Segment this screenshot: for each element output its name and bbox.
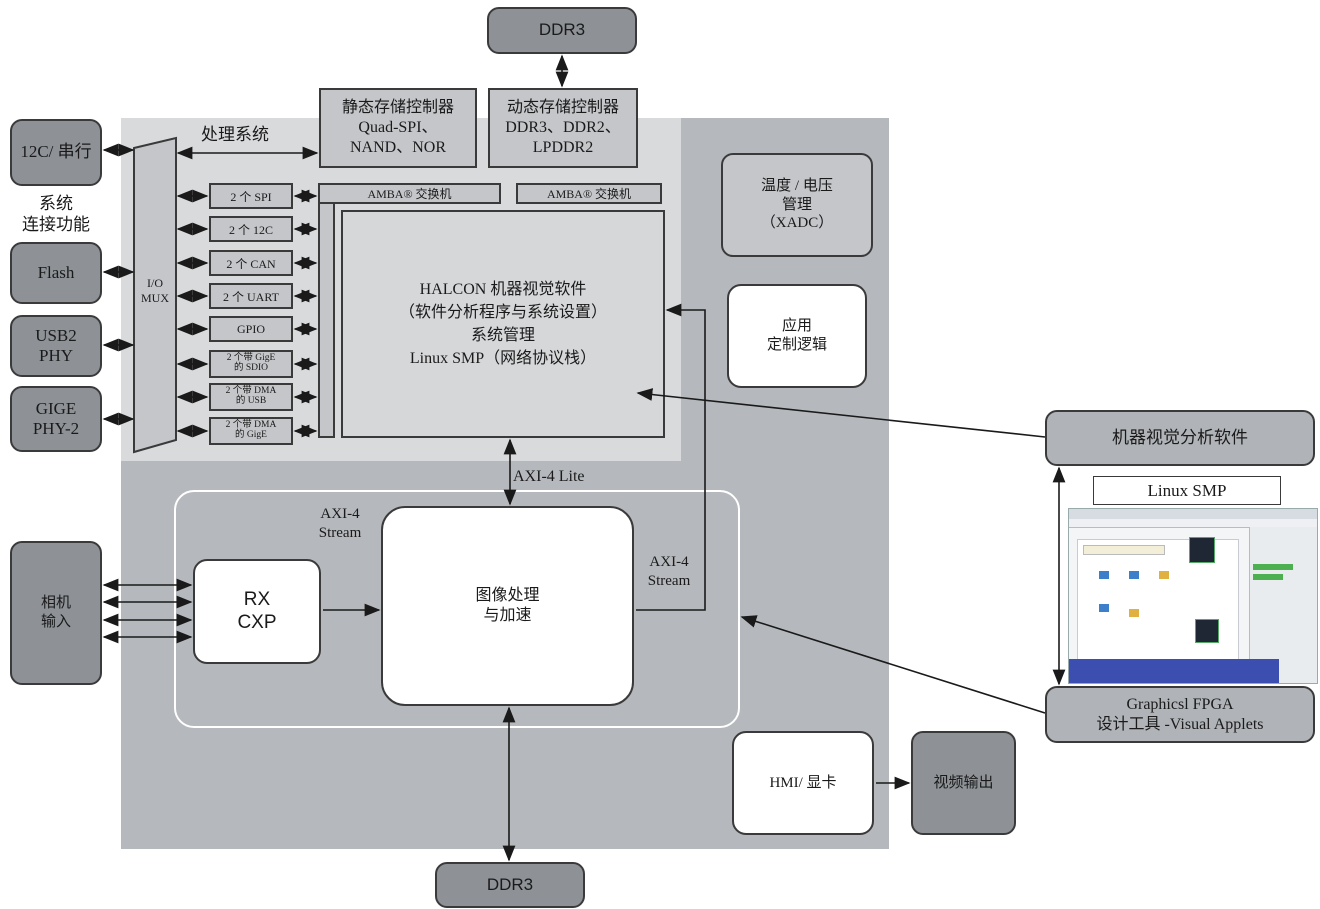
peripheral-gpio: GPIO [209,316,293,342]
io-mux-label: I/O MUX [140,276,169,305]
amba-switch-2: AMBA® 交换机 [516,183,662,204]
halcon-software-box: HALCON 机器视觉软件 （软件分析程序与系统设置） 系统管理 Linux S… [341,210,665,438]
processing-system-label: 处理系统 [201,125,269,144]
peripheral-sdio: 2 个带 GigE 的 SDIO [209,350,293,378]
mv-analysis-software: 机器视觉分析软件 [1045,410,1315,466]
image-processing-box: 图像处理 与加速 [381,506,634,706]
camera-input: 相机 输入 [10,541,102,685]
xadc-box: 温度 / 电压 管理 （XADC） [721,153,873,257]
linux-smp-label: Linux SMP [1093,476,1281,505]
usb2-phy: USB2 PHY [10,315,102,377]
streaming-region [174,490,740,728]
peripheral-spi: 2 个 SPI [209,183,293,209]
ddr3-top: DDR3 [487,7,637,54]
fpga-design-tool: Graphicsl FPGA 设计工具 -Visual Applets [1045,686,1315,743]
peripheral-can: 2 个 CAN [209,250,293,276]
video-output: 视频输出 [911,731,1016,835]
peripheral-i2c: 2 个 12C [209,216,293,242]
rx-cxp-box: RX CXP [193,559,321,664]
axi-stream-right-label: AXI-4 Stream [647,554,691,589]
dynamic-memory-controller: 动态存储控制器 DDR3、DDR2、 LPDDR2 [488,88,638,168]
peripheral-uart: 2 个 UART [209,283,293,309]
amba-switch-1: AMBA® 交换机 [318,183,501,204]
software-screenshot [1068,508,1318,684]
axi-stream-left-label: AXI-4 Stream [318,506,362,541]
peripheral-gige: 2 个带 DMA 的 GigE [209,417,293,445]
static-memory-controller: 静态存储控制器 Quad-SPI、 NAND、NOR [319,88,477,168]
flash: Flash [10,242,102,304]
custom-logic-box: 应用 定制逻辑 [727,284,867,388]
i2c-serial: 12C/ 串行 [10,119,102,186]
peripheral-usb: 2 个带 DMA 的 USB [209,383,293,411]
gige-phy-2: GIGE PHY-2 [10,386,102,452]
system-connectivity-label: 系统 连接功能 [22,194,90,235]
hmi-box: HMI/ 显卡 [732,731,874,835]
ddr3-bottom: DDR3 [435,862,585,908]
axi-lite-label: AXI-4 Lite [513,468,585,485]
